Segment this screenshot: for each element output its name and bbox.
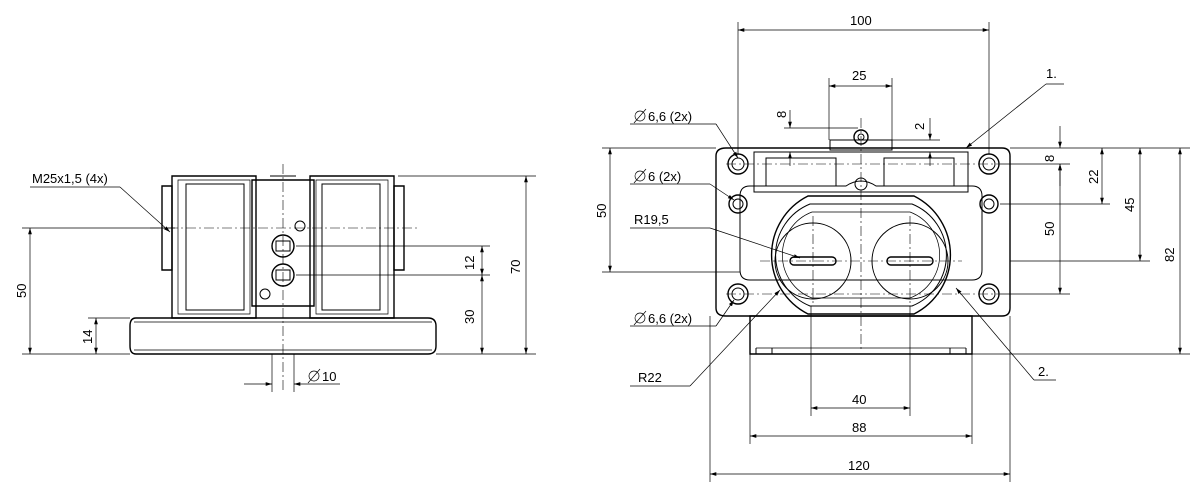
label-1: 1.: [1046, 66, 1057, 81]
label-hole-66-bottom: 6,6 (2x): [648, 311, 692, 326]
dim-8-right: 8: [1042, 155, 1057, 162]
dim-14: 14: [80, 330, 95, 344]
label-hole-6: 6 (2x): [648, 169, 681, 184]
dim-phi10: 10: [322, 369, 336, 384]
dim-50-left: 50: [594, 204, 609, 218]
dim-100: 100: [850, 13, 872, 28]
dim-40: 40: [852, 392, 866, 407]
dim-45: 45: [1122, 198, 1137, 212]
dim-88: 88: [852, 420, 866, 435]
dim-120: 120: [848, 458, 870, 473]
label-hole-66-top: 6,6 (2x): [648, 109, 692, 124]
dim-50-right: 50: [1042, 222, 1057, 236]
label-r195: R19,5: [634, 212, 669, 227]
dim-8-top: 8: [774, 111, 789, 118]
label-r22: R22: [638, 370, 662, 385]
front-view: 100 25 8 2 1. 6,6 (2x) 6 (2x): [594, 13, 1190, 482]
dim-70: 70: [508, 260, 523, 274]
dim-25: 25: [852, 68, 866, 83]
dim-2: 2: [912, 123, 927, 130]
side-view: M25x1,5 (4x) 50 14 12 30 70 10: [14, 164, 536, 392]
dim-22: 22: [1086, 170, 1101, 184]
label-2: 2.: [1038, 364, 1049, 379]
dim-12: 12: [462, 256, 477, 270]
dim-30: 30: [462, 310, 477, 324]
thread-label: M25x1,5 (4x): [32, 171, 108, 186]
dim-82: 82: [1162, 248, 1177, 262]
dim-50-side: 50: [14, 284, 29, 298]
